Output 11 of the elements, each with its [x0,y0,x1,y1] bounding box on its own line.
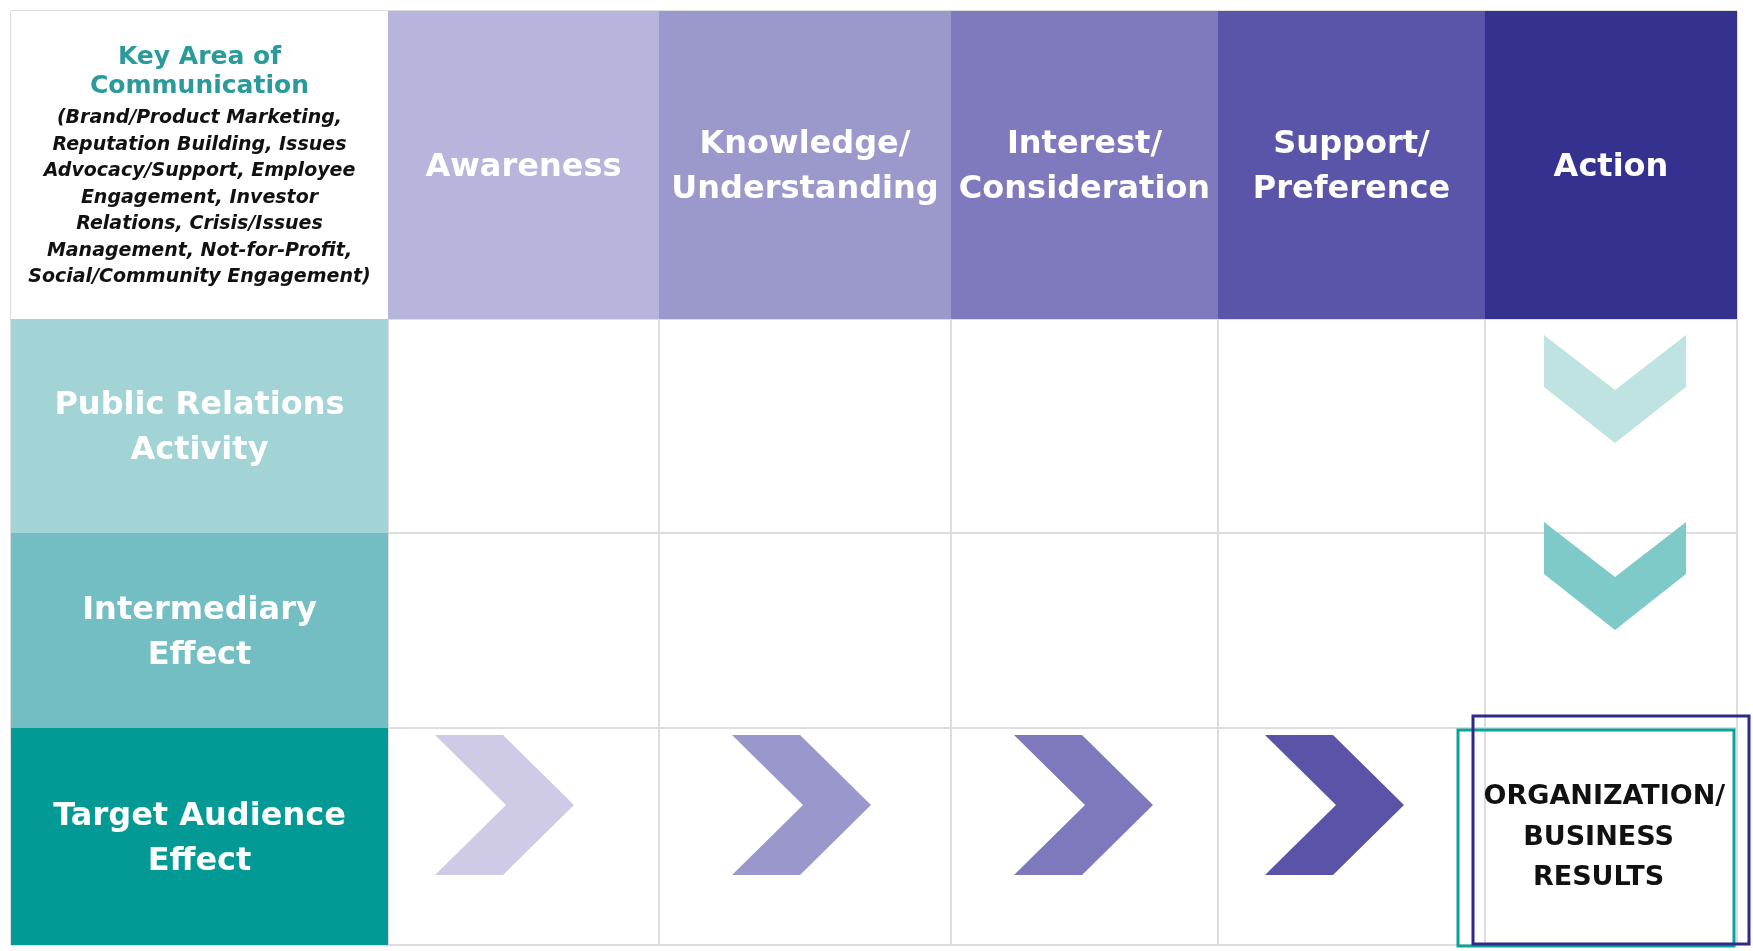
heading-text: Key Area of Communication [89,40,310,99]
row-header-cell: Intermediary Effect [11,533,388,728]
header-cell: Awareness [388,11,659,319]
header-cell [11,11,388,319]
row-header-cell: Public Relations Activity [11,319,388,533]
header-cell: Action [1485,11,1737,319]
header-cell: Support/ Preference [1218,11,1485,319]
header-cell: Knowledge/ Understanding [659,11,951,319]
row-header-cell: Target Audience Effect [11,728,388,945]
header-cell: Interest/ Consideration [951,11,1218,319]
description-text: (Brand/Product Marketing, Reputation Building, Issues Advocacy/Support, Employee Engagement, Investor Relations, Crisis/Issues Management, Not-for-Profit, Social/Community Engagement) [27,103,372,289]
